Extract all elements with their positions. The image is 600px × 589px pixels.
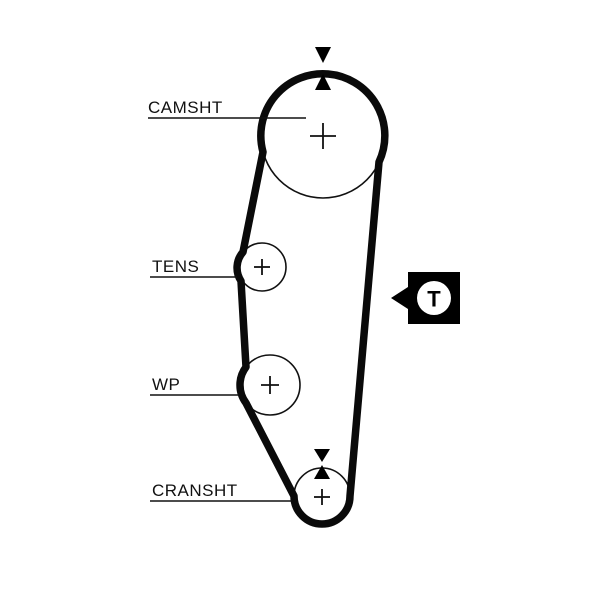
tension-point-arrow-icon	[391, 287, 408, 309]
tensioner-cross-mark	[254, 259, 270, 275]
camshaft-align-up-arrow-icon	[315, 74, 331, 90]
crankshaft-align-down-arrow-icon	[314, 449, 330, 462]
camshaft-label: CAMSHT	[148, 98, 223, 117]
timing-belt-path	[233, 70, 389, 528]
tension-badge-circle	[417, 281, 451, 315]
crankshaft-label: CRANSHT	[152, 481, 238, 500]
crankshaft-cross-mark	[314, 489, 330, 505]
tensioner-label: TENS	[152, 257, 199, 276]
tension-badge-letter: T	[427, 287, 441, 312]
water-pump-cross-mark	[261, 376, 279, 394]
camshaft-align-down-arrow-icon	[315, 47, 331, 63]
water-pump-label: WP	[152, 375, 180, 394]
crankshaft-align-up-arrow-icon	[314, 465, 330, 479]
camshaft-cross-mark	[310, 123, 336, 149]
